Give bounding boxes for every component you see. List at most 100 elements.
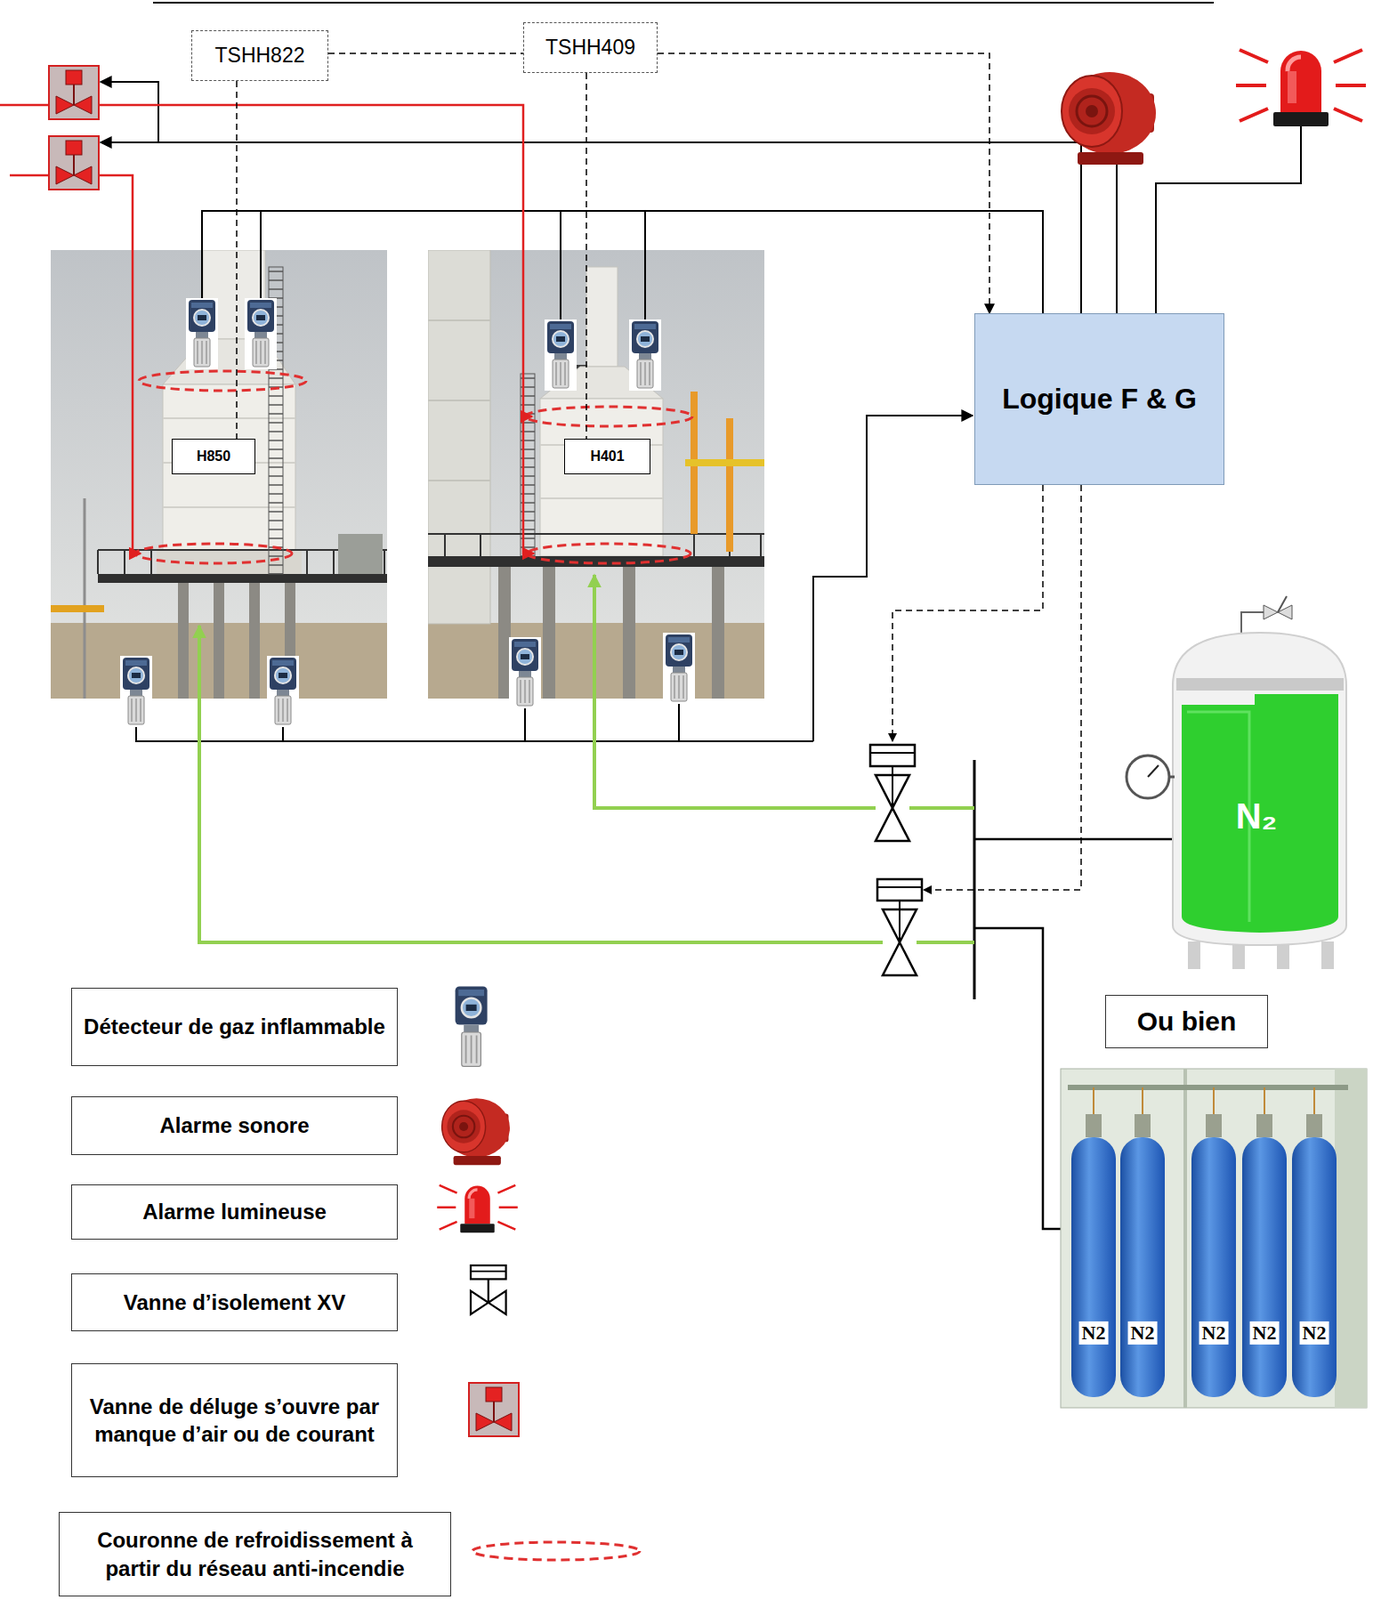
nitrogen-tank-part: [1187, 941, 1201, 970]
cylinder-rack-part: [1183, 1068, 1188, 1408]
fire-water-pipe-part: [523, 415, 533, 419]
gas-detector: [629, 319, 662, 391]
gas-detector: [120, 655, 153, 727]
cooling-ring-part: [524, 406, 693, 427]
equipment-tag: H850: [171, 438, 256, 475]
nitrogen-tank-part: [1147, 765, 1159, 777]
nitrogen-line-part: [909, 807, 975, 943]
nitrogen-tank-part: [1277, 596, 1287, 613]
gas-detector: [266, 655, 299, 727]
signal-wire-part: [1155, 126, 1301, 314]
legend-valve-symbol: [470, 1265, 507, 1315]
gas-detector: [185, 298, 219, 370]
tower-photo-part: [586, 266, 618, 367]
legend-text: Alarme lumineuse: [142, 1197, 327, 1226]
nitrogen-tank-part: [1172, 632, 1347, 945]
cooling-ring: [135, 371, 693, 564]
tower-photo-part: [177, 582, 189, 699]
cylinder-rack-part: [1120, 1137, 1165, 1398]
nitrogen-tank-part: [1176, 678, 1344, 691]
cylinder-rack-part: [1067, 1084, 1349, 1091]
deluge-valve: [48, 65, 99, 120]
tower-photo-part: [542, 566, 556, 699]
logic-box: Logique F & G: [974, 313, 1225, 485]
cylinder-rack-part: [1134, 1114, 1151, 1138]
cooling-ring-part: [138, 371, 307, 391]
signal-link: [657, 53, 990, 314]
beacon-symbol: [1235, 49, 1366, 127]
signal-link: [585, 72, 588, 439]
node-text: TSHH822: [215, 43, 306, 67]
legend-text: Vanne d’isolement XV: [123, 1288, 346, 1317]
tank-label: N₂: [1235, 796, 1278, 836]
legend-deluge-symbol: [468, 1382, 519, 1437]
nitrogen-line-part: [974, 928, 1061, 1229]
cylinder-label: N2: [1079, 1321, 1109, 1345]
tower-photo-part: [685, 459, 765, 467]
signal-wire-dashed: [892, 484, 1082, 890]
cylinder-rack-part: [1060, 1068, 1367, 1408]
sensor-tag-box: TSHH822: [191, 30, 329, 81]
legend-beacon-symbol: [436, 1185, 518, 1233]
signal-wire-part: [136, 703, 814, 742]
nitrogen-line-part: [973, 759, 977, 1000]
tower-photo: [50, 250, 388, 699]
node-text: H850: [196, 448, 231, 465]
tower-photo-part: [694, 391, 730, 552]
tower-photo-part: [428, 250, 491, 624]
legend-item: Vanne d’isolement XV: [71, 1273, 398, 1332]
signal-wire-dashed-part: [892, 484, 1043, 742]
legend-item: Détecteur de gaz inflammable: [71, 987, 398, 1067]
cylinder-rack-part: [1085, 1114, 1102, 1138]
cylinder-rack-part: [1306, 1114, 1323, 1138]
cylinder-rack-part: [1256, 1114, 1273, 1138]
node-text: Ou bien: [1137, 1006, 1237, 1038]
signal-link: [235, 80, 238, 439]
cylinder-rack-part: [1334, 1068, 1367, 1408]
deluge-valve: [48, 136, 99, 190]
fire-water-pipe-part: [0, 104, 534, 554]
nitrogen-tank-part: [1321, 941, 1334, 970]
signal-wire: [100, 2, 1301, 742]
legend-text: Couronne de refroidissement à partir du …: [68, 1526, 442, 1582]
node-text: TSHH409: [545, 35, 636, 59]
tower-photo-part: [249, 582, 260, 699]
nitrogen-tank-part: [1181, 694, 1339, 933]
nitrogen-tank-part: [1263, 605, 1278, 620]
tower-photo-part: [428, 533, 765, 535]
cylinder-rack-part: [1071, 1137, 1116, 1398]
tower-photo-part: [97, 573, 388, 583]
signal-wire-dashed-part: [923, 484, 1082, 890]
gas-detector: [662, 632, 695, 704]
legend-text: Alarme sonore: [159, 1111, 309, 1139]
nitrogen-tank: [1126, 596, 1347, 970]
legend-item: Vanne de déluge s’ouvre par manque d’air…: [71, 1363, 398, 1478]
cylinder-label: N2: [1300, 1321, 1330, 1345]
gas-detector: [544, 319, 577, 391]
nitrogen-line-part: [974, 838, 1173, 841]
cylinder-rack-part: [1242, 1137, 1287, 1398]
gas-detector: [244, 298, 277, 370]
signal-wire-part: [201, 210, 1043, 320]
legend-ring-symbol: [472, 1542, 640, 1560]
sensor-tag-box: TSHH409: [523, 22, 658, 73]
cylinder-label: N2: [1128, 1321, 1158, 1345]
tower-photo-part: [50, 250, 388, 699]
tower-photo-part: [83, 498, 87, 699]
siren-symbol: [1061, 72, 1156, 165]
tower-photo-part: [428, 556, 765, 567]
tower-photo-part: [213, 582, 225, 699]
node-text: H401: [589, 448, 624, 465]
signal-wire-part: [1115, 164, 1118, 314]
cylinder-label: N2: [1250, 1321, 1280, 1345]
nitrogen-line-part: [594, 574, 876, 808]
cylinder-rack-part: [1191, 1137, 1236, 1398]
legend-text: Vanne de déluge s’ouvre par manque d’air…: [80, 1392, 388, 1448]
node-text: Logique F & G: [1001, 382, 1197, 416]
legend-item: Alarme sonore: [71, 1096, 398, 1155]
fire-water-pipe-part: [9, 175, 141, 554]
isolation-valve: [870, 744, 915, 841]
